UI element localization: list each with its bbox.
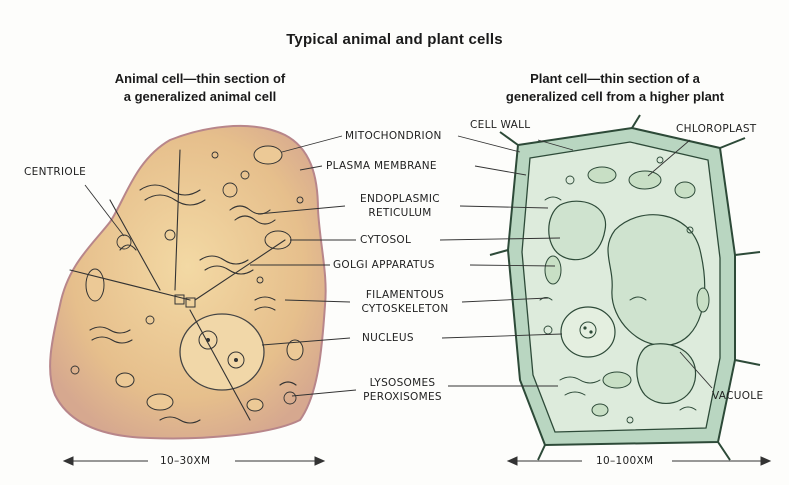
plant-scale-label: 10–100XM: [596, 454, 653, 468]
label-lyso-line-2: PEROXISOMES: [350, 390, 455, 404]
label-endoplasmic-reticulum: ENDOPLASMIC RETICULUM: [345, 192, 455, 220]
label-centriole: CENTRIOLE: [24, 165, 86, 179]
label-mitochondrion: MITOCHONDRION: [345, 129, 442, 143]
label-er-line-2: RETICULUM: [345, 206, 455, 220]
label-lyso-line-1: LYSOSOMES: [350, 376, 455, 390]
label-nucleus: NUCLEUS: [362, 331, 414, 345]
label-lysosomes-peroxisomes: LYSOSOMES PEROXISOMES: [350, 376, 455, 404]
label-chloroplast: CHLOROPLAST: [676, 122, 757, 136]
label-golgi-apparatus: GOLGI APPARATUS: [333, 258, 435, 272]
plant-nucleus: [561, 307, 615, 357]
label-cell-wall: CELL WALL: [470, 118, 530, 132]
animal-cell: [50, 126, 326, 438]
animal-scale-label: 10–30XM: [160, 454, 210, 468]
label-filamentous-cytoskeleton: FILAMENTOUS CYTOSKELETON: [350, 288, 460, 316]
animal-nucleus: [180, 314, 264, 390]
plant-cell: [490, 115, 760, 460]
label-filament-line-1: FILAMENTOUS: [350, 288, 460, 302]
label-filament-line-2: CYTOSKELETON: [350, 302, 460, 316]
label-plasma-membrane: PLASMA MEMBRANE: [326, 159, 437, 173]
label-er-line-1: ENDOPLASMIC: [345, 192, 455, 206]
label-vacuole: VACUOLE: [712, 389, 763, 403]
label-cytosol: CYTOSOL: [360, 233, 411, 247]
